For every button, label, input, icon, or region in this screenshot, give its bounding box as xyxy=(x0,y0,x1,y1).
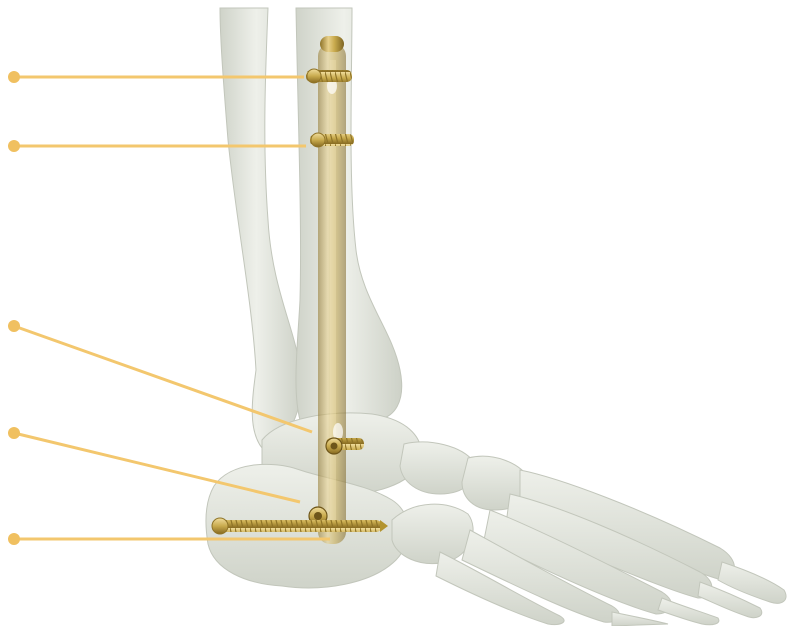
fibula xyxy=(220,8,301,448)
callout-dot xyxy=(8,427,20,439)
proximal-screw-1 xyxy=(306,69,352,83)
cuboid xyxy=(392,504,473,563)
proximal-screw-2 xyxy=(310,133,354,147)
callout-dot xyxy=(8,320,20,332)
callout-dot xyxy=(8,140,20,152)
callout-dot xyxy=(8,71,20,83)
calcaneal-screw xyxy=(212,518,388,534)
callout-dot xyxy=(8,533,20,545)
intramedullary-nail xyxy=(318,36,346,544)
